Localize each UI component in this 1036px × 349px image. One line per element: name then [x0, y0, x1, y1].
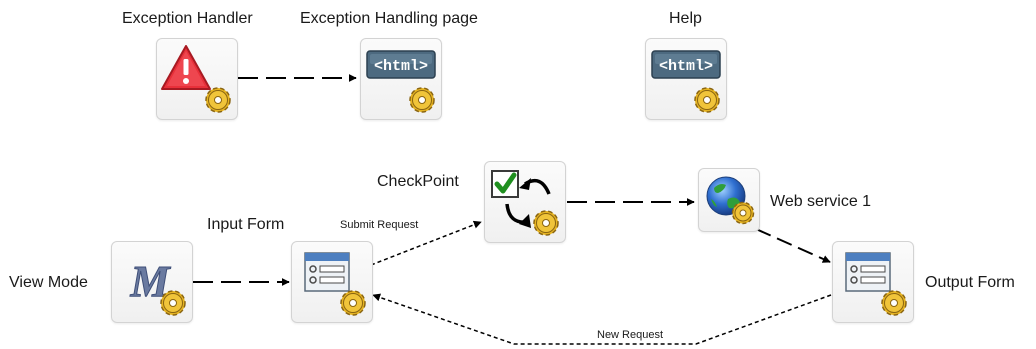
edge-new-request[interactable] [372, 293, 832, 345]
input-form-label: Input Form [207, 216, 285, 233]
gear-icon [160, 290, 186, 316]
exception-handling-page-node[interactable]: <html> [360, 38, 442, 120]
web-service-node[interactable] [698, 168, 760, 232]
output-form-node[interactable] [832, 241, 914, 323]
html-badge-text: <html> [659, 58, 713, 75]
html-page-icon: <html> [366, 50, 436, 113]
edge-label-new-request: New Request [597, 329, 664, 341]
edge-web-service-to-output-form[interactable] [755, 228, 831, 263]
globe-icon [706, 176, 755, 225]
help-node[interactable]: <html> [645, 38, 727, 120]
gear-icon [533, 210, 559, 236]
edge-label-submit-request: Submit Request [340, 219, 419, 231]
web-service-label: Web service 1 [770, 193, 872, 210]
checkpoint-label: CheckPoint [377, 173, 459, 190]
form-icon [845, 252, 907, 316]
view-mode-label: View Mode [9, 274, 88, 291]
gear-icon [205, 87, 231, 113]
checkpoint-node[interactable] [484, 161, 566, 243]
input-form-node[interactable] [291, 241, 373, 323]
exception-handler-node[interactable] [156, 38, 238, 120]
gear-icon [881, 290, 907, 316]
view-mode-node[interactable]: M [111, 241, 193, 323]
help-label: Help [669, 10, 702, 27]
warning-icon [161, 45, 231, 113]
edge-submit-request[interactable] [370, 220, 482, 266]
gear-icon [340, 290, 366, 316]
checkpoint-icon [491, 170, 559, 236]
gear-icon [409, 87, 435, 113]
exception-page-label: Exception Handling page [300, 10, 478, 27]
output-form-label: Output Form [925, 274, 1015, 291]
gear-icon [731, 201, 755, 225]
m-logo-icon: M [129, 257, 186, 316]
form-icon [304, 252, 366, 316]
exception-handler-label: Exception Handler [122, 10, 253, 27]
gear-icon [694, 87, 720, 113]
html-page-icon: <html> [651, 50, 721, 113]
html-badge-text: <html> [374, 58, 428, 75]
